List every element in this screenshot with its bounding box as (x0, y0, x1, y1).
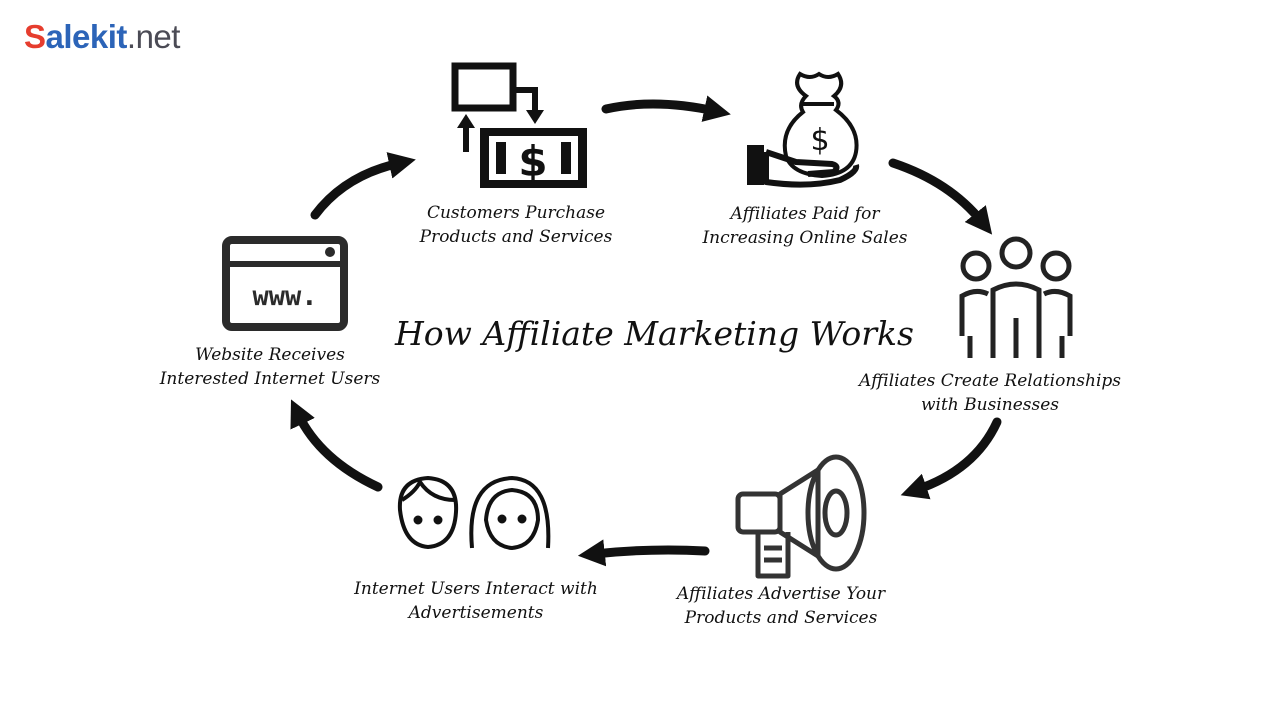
logo-domain: .net (126, 18, 181, 55)
users-faces-icon (397, 475, 551, 551)
label-line: with Businesses (920, 395, 1060, 415)
step-label-users-interact: Internet Users Interact with Advertiseme… (346, 577, 606, 625)
step-label-customers-purchase: Customers Purchase Products and Services (414, 201, 618, 249)
arrow-relationships-to-advertise (900, 417, 1002, 500)
megaphone-icon (735, 454, 867, 579)
arrow-website-to-purchase (310, 152, 416, 220)
logo-rest: alekit (45, 18, 128, 55)
label-line: Affiliates Advertise Your (676, 584, 886, 604)
logo-letter-s: S (24, 18, 46, 55)
arrow-users-to-website (290, 399, 383, 492)
label-line: Products and Services (684, 608, 878, 628)
label-line: Products and Services (419, 227, 613, 247)
step-label-affiliates-advertise: Affiliates Advertise Your Products and S… (665, 582, 897, 630)
www-text: www. (252, 281, 317, 312)
brand-logo: Salekit.net (24, 18, 180, 56)
step-label-website-receives: Website Receives Interested Internet Use… (155, 343, 385, 391)
step-label-affiliates-relationships: Affiliates Create Relationships with Bus… (850, 369, 1130, 417)
label-line: Internet Users Interact with (354, 579, 598, 599)
arrow-purchase-to-paid (601, 95, 731, 122)
step-label-affiliates-paid: Affiliates Paid for Increasing Online Sa… (690, 202, 920, 250)
label-line: Customers Purchase (426, 203, 606, 223)
bag-dollar-symbol: $ (810, 123, 829, 158)
arrow-advertise-to-users (577, 539, 710, 567)
label-line: Interested Internet Users (159, 369, 381, 389)
label-line: Affiliates Create Relationships (858, 371, 1121, 391)
dollar-symbol: $ (518, 137, 547, 186)
money-bag-hand-icon: $ (747, 71, 860, 188)
money-exchange-icon: $ (451, 62, 587, 188)
cycle-arrows (290, 95, 1002, 567)
label-line: Affiliates Paid for (730, 204, 880, 224)
label-line: Increasing Online Sales (702, 228, 908, 248)
label-line: Website Receives (195, 345, 345, 365)
label-line: Advertisements (408, 603, 544, 623)
diagram-title: How Affiliate Marketing Works (395, 314, 914, 353)
website-www-icon: www. (222, 236, 348, 331)
arrow-paid-to-relationships (888, 158, 993, 235)
people-group-icon (959, 236, 1073, 358)
